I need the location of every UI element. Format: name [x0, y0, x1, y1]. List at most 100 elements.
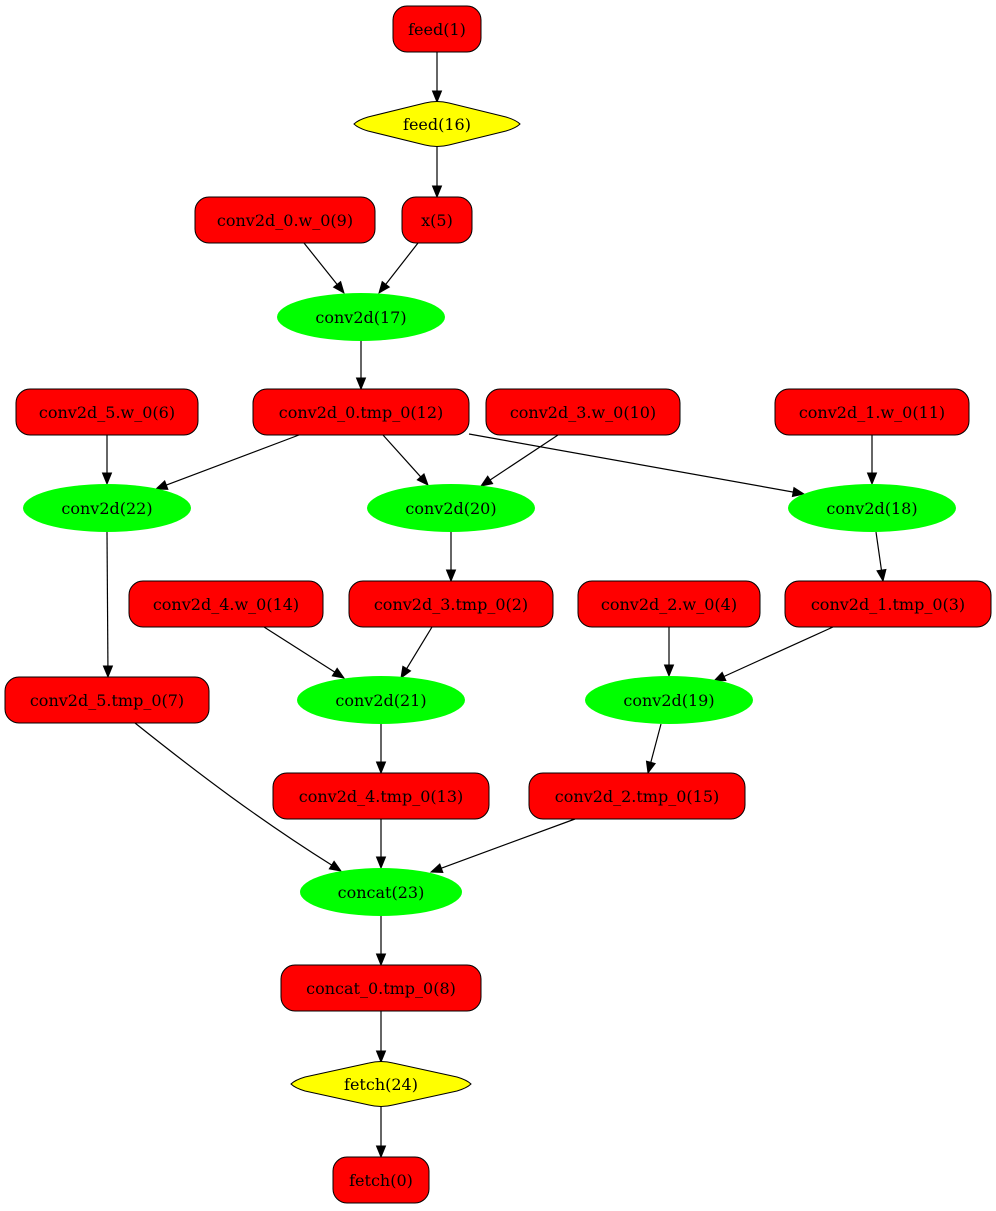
variable-node-box: [128, 580, 324, 628]
arrowhead-icon: [712, 671, 727, 682]
node-label: conv2d_1.tmp_0(3): [811, 595, 965, 614]
arrowhead-icon: [416, 472, 429, 486]
arrowhead-icon: [355, 377, 367, 391]
edge-w4-to-conv19: [663, 627, 675, 678]
io-node-diamond: [290, 1061, 472, 1107]
node-label: fetch(24): [344, 1075, 418, 1094]
nodes-layer: feed(1) feed(16) conv2d_0.w_0(9) x(5) conv2d…: [4, 5, 992, 1204]
node-conv21[interactable]: conv2d(21): [297, 676, 465, 724]
edge-line: [649, 723, 662, 764]
arrowhead-icon: [876, 568, 887, 583]
arrowhead-icon: [328, 860, 343, 872]
arrowhead-icon: [645, 760, 657, 775]
node-label: conv2d_5.tmp_0(7): [30, 691, 184, 710]
node-label: conv2d_3.tmp_0(2): [374, 595, 528, 614]
arrowhead-icon: [400, 665, 412, 680]
node-conv22[interactable]: conv2d(22): [23, 484, 191, 532]
node-w9[interactable]: conv2d_0.w_0(9): [194, 196, 376, 244]
node-feed16[interactable]: feed(16): [353, 101, 521, 147]
node-w11[interactable]: conv2d_1.w_0(11): [774, 388, 970, 436]
edge-conv19-to-t15: [645, 723, 662, 775]
node-conv19[interactable]: conv2d(19): [585, 676, 753, 724]
node-x5[interactable]: x(5): [401, 196, 473, 244]
node-label: conv2d_4.tmp_0(13): [299, 787, 464, 806]
node-w4[interactable]: conv2d_2.w_0(4): [577, 580, 761, 628]
edge-line: [303, 242, 339, 286]
node-concat23[interactable]: concat(23): [300, 868, 462, 916]
variable-node-box: [4, 676, 210, 724]
node-t2[interactable]: conv2d_3.tmp_0(2): [348, 580, 554, 628]
operator-node-ellipse: [277, 293, 445, 341]
variable-node-box: [577, 580, 761, 628]
operator-node-ellipse: [23, 484, 191, 532]
arrowhead-icon: [101, 472, 113, 486]
node-w10[interactable]: conv2d_3.w_0(10): [485, 388, 681, 436]
node-label: conv2d(21): [335, 691, 426, 710]
edge-w14-to-conv21: [263, 626, 346, 679]
edge-t12-to-conv22: [154, 434, 300, 490]
variable-node-box: [194, 196, 376, 244]
edge-line: [468, 433, 795, 493]
edge-conv20-to-t2: [445, 532, 457, 583]
node-conv17[interactable]: conv2d(17): [277, 293, 445, 341]
edge-t3-to-conv19: [712, 626, 834, 682]
operator-node-ellipse: [585, 676, 753, 724]
node-label: conv2d_2.w_0(4): [601, 595, 737, 614]
edge-conv21-to-t13: [375, 724, 387, 775]
edge-concat23-to-t8: [375, 916, 387, 967]
edge-conv18-to-t3: [875, 531, 887, 583]
edge-line: [875, 531, 883, 572]
node-t13[interactable]: conv2d_4.tmp_0(13): [272, 772, 490, 820]
node-conv18[interactable]: conv2d(18): [788, 484, 956, 532]
variable-node-box: [774, 388, 970, 436]
node-conv20[interactable]: conv2d(20): [367, 484, 535, 532]
node-fetch24[interactable]: fetch(24): [290, 1061, 472, 1107]
node-feed1[interactable]: feed(1): [392, 5, 482, 53]
edge-fetch24-to-fetch0: [375, 1106, 387, 1159]
node-t7[interactable]: conv2d_5.tmp_0(7): [4, 676, 210, 724]
edge-line: [134, 722, 333, 867]
arrowhead-icon: [429, 863, 444, 873]
arrowhead-icon: [375, 761, 387, 775]
variable-node-box: [332, 1156, 430, 1204]
node-label: conv2d_2.tmp_0(15): [555, 787, 720, 806]
arrowhead-icon: [332, 280, 345, 295]
arrowhead-icon: [445, 569, 457, 583]
operator-node-ellipse: [788, 484, 956, 532]
variable-node-box: [784, 580, 992, 628]
arrowhead-icon: [102, 665, 114, 679]
edge-t7-to-concat23: [134, 722, 343, 872]
edge-conv17-to-t12: [355, 341, 367, 391]
node-w14[interactable]: conv2d_4.w_0(14): [128, 580, 324, 628]
arrowhead-icon: [375, 953, 387, 967]
edge-line: [106, 531, 109, 668]
edge-feed16-to-x5: [431, 146, 443, 199]
variable-node-box: [485, 388, 681, 436]
node-t15[interactable]: conv2d_2.tmp_0(15): [528, 772, 746, 820]
arrowhead-icon: [331, 667, 346, 679]
node-label: conv2d_4.w_0(14): [153, 595, 299, 614]
node-t12[interactable]: conv2d_0.tmp_0(12): [252, 388, 470, 436]
node-label: x(5): [421, 211, 453, 230]
edge-t12-to-conv20: [382, 434, 429, 486]
edge-t15-to-concat23: [429, 818, 576, 873]
operator-node-ellipse: [367, 484, 535, 532]
edge-line: [405, 626, 433, 670]
edge-x5-to-conv17: [378, 242, 419, 295]
node-t3[interactable]: conv2d_1.tmp_0(3): [784, 580, 992, 628]
variable-node-box: [528, 772, 746, 820]
edge-line: [722, 626, 834, 678]
node-fetch0[interactable]: fetch(0): [332, 1156, 430, 1204]
arrowhead-icon: [479, 475, 494, 487]
edge-t12-to-conv18: [468, 433, 806, 498]
node-label: conv2d_5.w_0(6): [39, 403, 175, 422]
node-t8[interactable]: concat_0.tmp_0(8): [280, 964, 482, 1012]
edge-t13-to-concat23: [375, 819, 387, 870]
edge-w11-to-conv18: [866, 435, 878, 486]
node-label: fetch(0): [349, 1171, 413, 1190]
variable-node-box: [15, 388, 199, 436]
node-label: conv2d_0.w_0(9): [217, 211, 353, 230]
node-w6[interactable]: conv2d_5.w_0(6): [15, 388, 199, 436]
arrowhead-icon: [154, 480, 169, 490]
